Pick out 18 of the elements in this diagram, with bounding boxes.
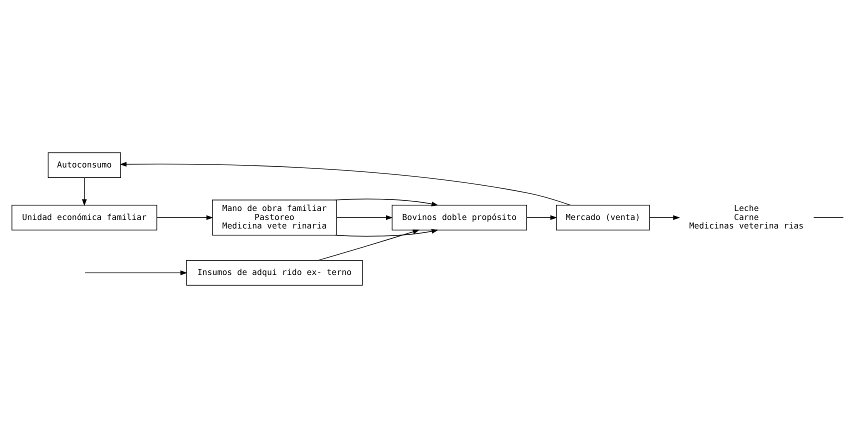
arrow: [334, 228, 438, 237]
node-box: Mercado (venta): [556, 204, 650, 230]
node-box: Mano de obra familiar Pastoreo Medicina vete rinaria: [212, 200, 336, 236]
arrow: [317, 230, 420, 261]
arrow: [334, 198, 438, 206]
arrow: [119, 162, 570, 206]
node-text: Leche Carne Medicinas veterina rias: [688, 202, 804, 231]
arrow: [648, 215, 680, 220]
arrow: [156, 215, 213, 220]
arrow: [336, 215, 392, 220]
node-box: Insumos de adqui rido ex- terno: [186, 260, 362, 286]
node-box: Unidad económica familiar: [11, 204, 157, 230]
node-box: Bovinos doble propósito: [391, 204, 527, 230]
arrow: [81, 177, 86, 206]
arrow: [84, 270, 187, 276]
arrow: [526, 215, 557, 220]
node-box: Autoconsumo: [47, 152, 120, 178]
connector: [812, 217, 844, 218]
